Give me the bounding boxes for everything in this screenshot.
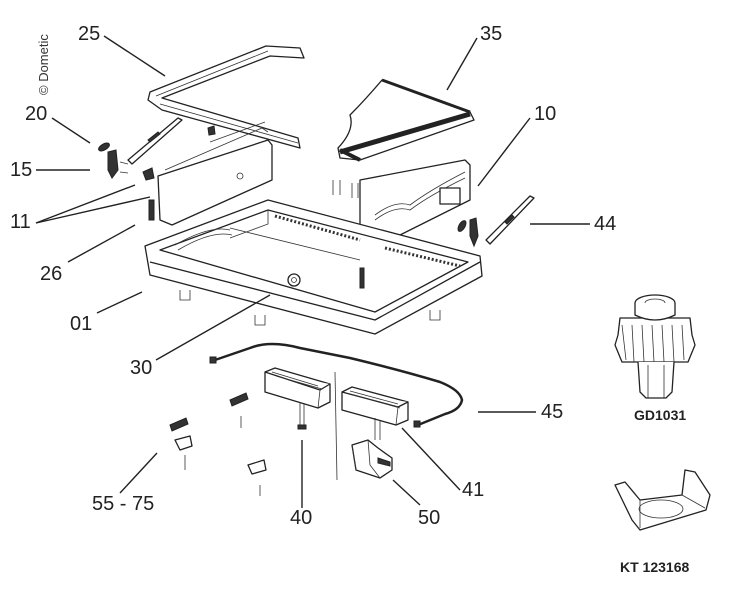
leader-01 — [96, 291, 143, 314]
label-55-75: 55 - 75 — [92, 493, 154, 515]
part-44-hinge-right — [457, 195, 535, 248]
leader-26 — [67, 224, 136, 263]
part-01-base-frame — [144, 199, 483, 335]
label-30: 30 — [130, 357, 152, 379]
leader-35 — [446, 37, 478, 91]
part-25-seal — [147, 45, 305, 149]
label-41: 41 — [462, 479, 484, 501]
label-26: 26 — [40, 263, 62, 285]
label-20: 20 — [25, 103, 47, 125]
separator-line — [334, 371, 338, 481]
part-45-cable — [209, 342, 464, 428]
leader-10 — [477, 117, 531, 187]
label-01: 01 — [70, 313, 92, 335]
leader-11a — [35, 184, 136, 224]
part-50-motor — [351, 439, 393, 479]
label-25: 25 — [78, 23, 100, 45]
accessory-gear — [614, 294, 696, 399]
leader-11b — [35, 196, 151, 224]
label-11: 11 — [10, 211, 31, 233]
part-55-75-clips — [169, 392, 267, 496]
label-40: 40 — [290, 507, 312, 529]
part-26-spring — [148, 199, 155, 221]
part-41-switch-block — [341, 386, 409, 440]
label-15: 15 — [10, 159, 32, 181]
leader-41 — [401, 427, 461, 491]
leader-20 — [51, 117, 91, 144]
caption-gd1031: GD1031 — [634, 407, 686, 423]
accessory-clip — [614, 469, 711, 531]
label-44: 44 — [594, 213, 616, 235]
label-45: 45 — [541, 401, 563, 423]
caption-kt123168: KT 123168 — [620, 559, 689, 575]
part-left-frame — [157, 121, 273, 226]
leader-50 — [392, 479, 421, 506]
leader-lines — [35, 35, 590, 508]
label-50: 50 — [418, 507, 440, 529]
label-10: 10 — [534, 103, 556, 125]
copyright-text: © Dometic — [36, 34, 51, 95]
leader-55-75 — [119, 452, 158, 494]
leader-25 — [103, 35, 166, 77]
part-20-15-hinge-left — [98, 117, 216, 181]
part-40-switch-block — [264, 367, 331, 430]
leader-30 — [155, 294, 271, 361]
label-35: 35 — [480, 23, 502, 45]
part-35-lid — [337, 78, 475, 162]
